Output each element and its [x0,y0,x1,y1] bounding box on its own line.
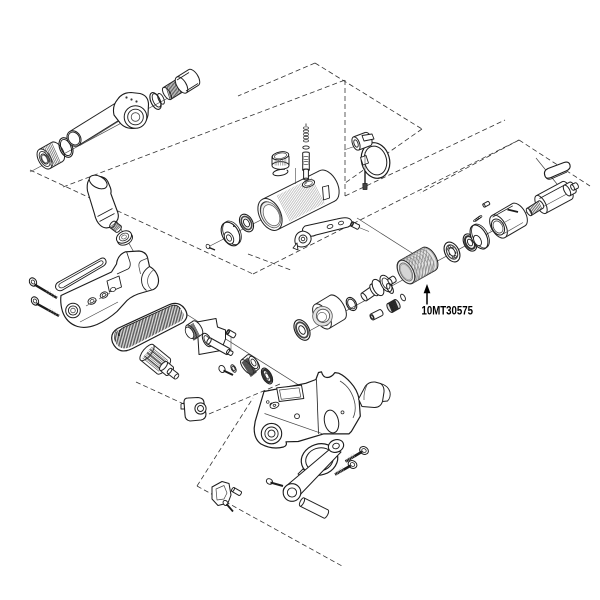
svg-text:10MT30575: 10MT30575 [422,304,474,318]
